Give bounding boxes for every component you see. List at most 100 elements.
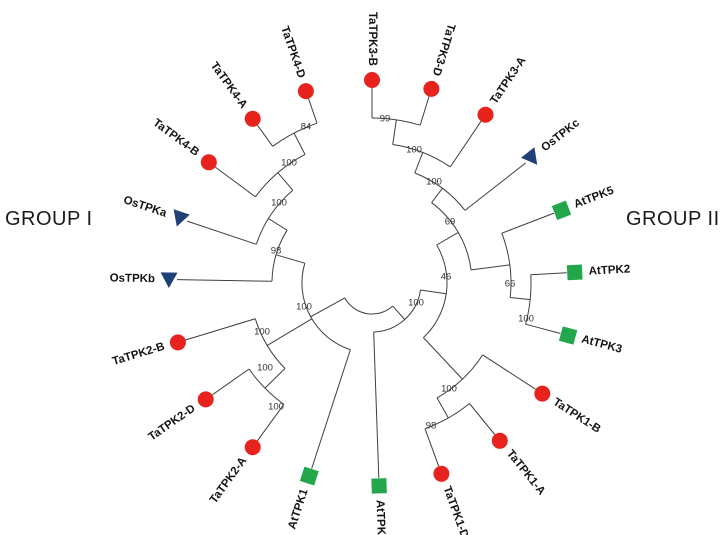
tree-branch [530, 272, 567, 276]
tree-branch [420, 289, 447, 295]
tree-branch [277, 172, 294, 191]
leaf-label-TaTPK1-B: TaTPK1-B [551, 396, 603, 436]
leaf-label-TaTPK2-D: TaTPK2-D [146, 403, 197, 444]
leaf-label-OsTPKc: OsTPKc [539, 117, 582, 154]
leaf-marker-triangle-OsTPKb [160, 272, 178, 288]
bootstrap-value: 100 [268, 402, 284, 413]
leaf-label-TaTPK3-D: TaTPK3-D [430, 22, 457, 77]
leaf-label-TaTPK2-A: TaTPK2-A [208, 455, 250, 506]
leaf-label-AtTPK5: AtTPK5 [572, 184, 616, 210]
tree-branch [464, 162, 527, 211]
leaf-marker-circle-TaTPK3-A [477, 106, 494, 123]
tree-branch [176, 279, 273, 282]
leaf-label-TaTPK1-D: TaTPK1-D [441, 485, 471, 535]
bootstrap-value: 100 [296, 302, 312, 313]
bootstrap-value: 100 [271, 198, 287, 209]
leaf-label-TaTPK1-A: TaTPK1-A [504, 448, 547, 498]
bootstrap-value: 99 [380, 114, 391, 125]
tree-branch [424, 428, 440, 467]
tree-branch [266, 318, 313, 346]
bootstrap-value: 84 [301, 122, 312, 133]
bootstrap-value: 66 [505, 279, 516, 290]
tree-branch [449, 121, 482, 168]
group-ii-label: GROUP II [626, 208, 720, 230]
leaf-label-OsTPKb: OsTPKb [110, 272, 156, 285]
leaf-label-AtTPK1: AtTPK1 [286, 487, 310, 531]
group-i-label: GROUP I [5, 208, 93, 230]
leaf-marker-circle-TaTPK4-A [244, 110, 261, 127]
tree-branch [392, 305, 406, 320]
leaf-label-AtTPK2: AtTPK2 [588, 263, 630, 277]
bootstrap-value: 98 [426, 421, 437, 432]
leaf-marker-circle-TaTPK2-B [169, 334, 186, 351]
bootstrap-value: 100 [441, 384, 457, 395]
leaf-marker-circle-TaTPK4-B [200, 154, 217, 171]
bootstrap-value: 100 [426, 177, 442, 188]
leaf-label-TaTPK4-D: TaTPK4-D [278, 25, 307, 80]
tree-node-arc [373, 289, 421, 333]
bootstrap-value: 46 [441, 272, 452, 283]
tree-node-arc [301, 263, 351, 351]
leaf-marker-circle-TaTPK4-D [297, 83, 314, 100]
tree-branch [256, 124, 274, 147]
tree-node-arc [423, 244, 448, 338]
bootstrap-value: 100 [518, 314, 534, 325]
leaf-label-TaTPK2-B: TaTPK2-B [111, 341, 166, 368]
leaf-marker-square-AtTPK5 [551, 200, 572, 220]
leaf-marker-circle-TaTPK3-D [423, 80, 440, 97]
leaf-marker-square-AtTPK3 [558, 326, 578, 345]
leaf-label-TaTPK4-A: TaTPK4-A [208, 60, 250, 111]
leaf-marker-circle-TaTPK2-A [244, 439, 261, 456]
tree-branch [482, 354, 536, 390]
tree-branch [275, 254, 305, 264]
tree-branch [373, 331, 380, 478]
tree-branch [214, 166, 256, 198]
leaf-marker-square-AtTPK1 [299, 466, 319, 486]
leaf-marker-circle-TaTPK2-D [197, 391, 214, 408]
leaf-label-OsTPKa: OsTPKa [122, 194, 169, 220]
tree-branch [501, 212, 555, 234]
tree-branch [293, 132, 306, 155]
tree-branch [436, 397, 449, 419]
tree-branch [431, 188, 443, 203]
tree-branch [311, 349, 351, 469]
tree-node-arc [344, 297, 394, 315]
bootstrap-value: 98 [271, 246, 282, 257]
bootstrap-value: 69 [445, 217, 456, 228]
tree-branch [186, 220, 257, 245]
tree-node-arc [255, 189, 294, 245]
leaf-marker-circle-TaTPK1-A [491, 432, 508, 449]
tree-branch [392, 119, 397, 145]
tree-branch [423, 337, 463, 380]
leaf-label-TaTPK3-A: TaTPK3-A [488, 55, 528, 107]
leaf-marker-circle-TaTPK3-B [364, 72, 380, 88]
leaf-marker-triangle-OsTPKc [520, 147, 538, 165]
tree-branch [256, 404, 285, 442]
leaf-marker-triangle-OsTPKa [173, 209, 190, 227]
tree-branch [419, 96, 430, 126]
leaf-label-AtTPK3: AtTPK3 [580, 333, 623, 355]
tree-branch [510, 297, 531, 301]
leaf-marker-square-AtTPK2 [566, 264, 583, 281]
tree-branch [185, 318, 256, 341]
bootstrap-value: 100 [406, 145, 422, 156]
leaf-marker-circle-TaTPK1-D [433, 465, 450, 482]
bootstrap-value: 100 [408, 298, 424, 309]
leaf-label-TaTPK3-B: TaTPK3-B [366, 12, 378, 66]
leaf-label-AtTPK4: AtTPK4 [374, 500, 387, 535]
tree-branch [310, 297, 346, 318]
bootstrap-value: 100 [257, 363, 273, 374]
tree-branch [264, 368, 286, 389]
tree-branch [308, 98, 318, 124]
leaf-marker-circle-TaTPK1-B [534, 385, 551, 402]
bootstrap-value: 100 [281, 158, 297, 169]
leaf-label-TaTPK4-B: TaTPK4-B [151, 117, 202, 159]
tree-branch [525, 323, 561, 334]
tree-branch [436, 231, 459, 246]
leaf-marker-square-AtTPK4 [371, 478, 387, 494]
tree-branch [268, 218, 288, 231]
tree-branch [212, 368, 250, 396]
tree-branch [471, 264, 510, 271]
